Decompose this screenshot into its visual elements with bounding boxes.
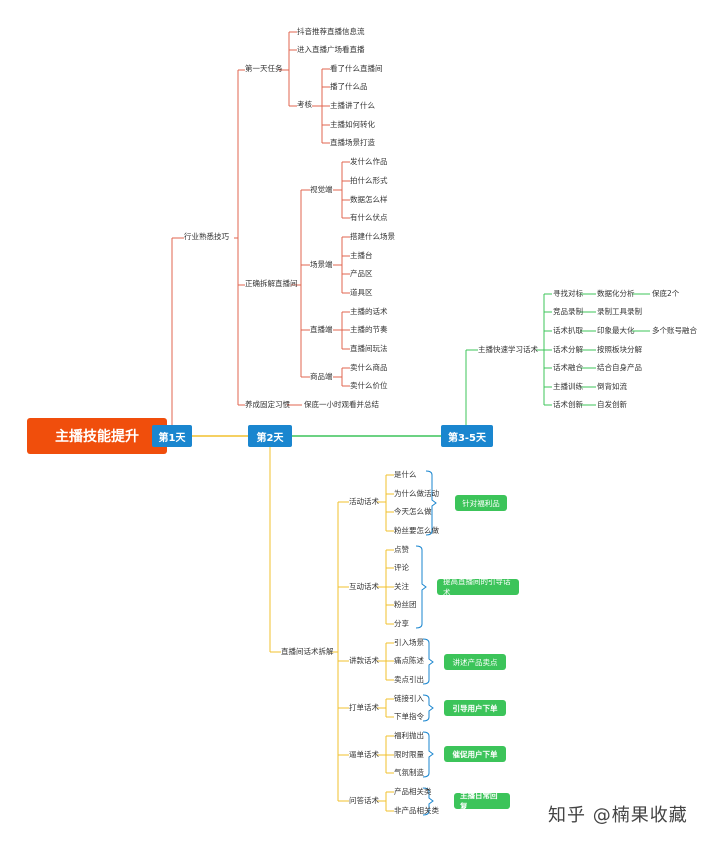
shijue-item[interactable]: 有什么伏点	[350, 213, 388, 222]
group-bracket	[422, 731, 434, 778]
shangpin-node[interactable]: 商品端	[310, 372, 333, 381]
day35-item[interactable]: 多个账号融合	[652, 326, 697, 335]
day1-node[interactable]: 第1天	[152, 425, 192, 447]
zhibo-node[interactable]: 直播端	[310, 325, 333, 334]
day35-item[interactable]: 结合自身产品	[597, 363, 642, 372]
group-item[interactable]: 粉丝团	[394, 600, 417, 609]
group-bracket	[422, 787, 434, 816]
group-bracket	[422, 694, 434, 722]
group-badge[interactable]: 引导用户下单	[444, 700, 506, 716]
yangcheng-item[interactable]: 保底一小时观看并总结	[304, 400, 379, 409]
day35-node[interactable]: 第3-5天	[441, 425, 493, 447]
group-item[interactable]: 今天怎么做	[394, 507, 432, 516]
group-bracket	[422, 638, 434, 685]
task-item[interactable]: 抖音推荐直播信息流	[297, 27, 365, 36]
day2-branch[interactable]: 直播间话术拆解	[281, 647, 334, 656]
group-item[interactable]: 为什么做活动	[394, 489, 439, 498]
group-bracket	[425, 470, 437, 536]
kaocha-node[interactable]: 考核	[297, 100, 312, 109]
group-name[interactable]: 打单话术	[349, 703, 379, 712]
zhibo-item[interactable]: 主播的话术	[350, 307, 388, 316]
shijue-node[interactable]: 视觉端	[310, 185, 333, 194]
changjing-item[interactable]: 搭建什么场景	[350, 232, 395, 241]
day35-item[interactable]: 话术扒取	[553, 326, 583, 335]
group-item[interactable]: 分享	[394, 619, 409, 628]
shangpin-item[interactable]: 卖什么商品	[350, 363, 388, 372]
group-item[interactable]: 非产品相关类	[394, 806, 439, 815]
shijue-item[interactable]: 发什么作品	[350, 157, 388, 166]
group-item[interactable]: 产品相关类	[394, 787, 432, 796]
group-name[interactable]: 互动话术	[349, 582, 379, 591]
changjing-item[interactable]: 主播台	[350, 251, 373, 260]
group-name[interactable]: 讲款话术	[349, 656, 379, 665]
group-item[interactable]: 福利抛出	[394, 731, 424, 740]
day35-item[interactable]: 印象最大化	[597, 326, 635, 335]
group-badge[interactable]: 催促用户下单	[444, 746, 506, 762]
zhibo-item[interactable]: 主播的节奏	[350, 325, 388, 334]
group-item[interactable]: 卖点引出	[394, 675, 424, 684]
day35-item[interactable]: 按照板块分解	[597, 345, 642, 354]
kaocha-item[interactable]: 看了什么直播间	[330, 64, 383, 73]
first-day-task[interactable]: 第一天任务	[245, 64, 283, 73]
day2-node[interactable]: 第2天	[248, 425, 292, 447]
group-badge[interactable]: 针对福利品	[455, 495, 507, 511]
day35-item[interactable]: 主播训练	[553, 382, 583, 391]
kaocha-item[interactable]: 主播如何转化	[330, 120, 375, 129]
kaocha-item[interactable]: 主播讲了什么	[330, 101, 375, 110]
day35-item[interactable]: 竞品录制	[553, 307, 583, 316]
day35-item[interactable]: 话术创新	[553, 400, 583, 409]
group-item[interactable]: 评论	[394, 563, 409, 572]
group-name[interactable]: 活动话术	[349, 497, 379, 506]
day35-item[interactable]: 话术分解	[553, 345, 583, 354]
root-node[interactable]: 主播技能提升	[27, 418, 167, 454]
kaocha-item[interactable]: 直播场景打造	[330, 138, 375, 147]
group-item[interactable]: 气氛制造	[394, 768, 424, 777]
changjing-node[interactable]: 场景端	[310, 260, 333, 269]
group-item[interactable]: 引入场景	[394, 638, 424, 647]
day35-item[interactable]: 倒背如流	[597, 382, 627, 391]
group-badge[interactable]: 讲述产品卖点	[444, 654, 506, 670]
watermark: 知乎 @楠果收藏	[548, 805, 688, 826]
group-bracket	[415, 545, 427, 629]
group-name[interactable]: 逼单话术	[349, 750, 379, 759]
group-item[interactable]: 限时限量	[394, 750, 424, 759]
group-badge[interactable]: 提高直播间的引导话术	[437, 577, 519, 597]
group-item[interactable]: 粉丝要怎么做	[394, 526, 439, 535]
shijue-item[interactable]: 拍什么形式	[350, 176, 388, 185]
task-item[interactable]: 进入直播广场看直播	[297, 45, 365, 54]
day35-item[interactable]: 话术融合	[553, 363, 583, 372]
shijue-item[interactable]: 数据怎么样	[350, 195, 388, 204]
zhengque-node[interactable]: 正确拆解直播间	[245, 279, 298, 288]
changjing-item[interactable]: 道具区	[350, 288, 373, 297]
day1-branch[interactable]: 行业熟悉技巧	[184, 232, 229, 241]
changjing-item[interactable]: 产品区	[350, 269, 373, 278]
kaocha-item[interactable]: 播了什么品	[330, 82, 368, 91]
group-name[interactable]: 问答话术	[349, 796, 379, 805]
group-badge[interactable]: 主播日常回复	[454, 791, 510, 811]
day35-item[interactable]: 数据化分析	[597, 289, 635, 298]
group-item[interactable]: 下单指令	[394, 712, 424, 721]
yangcheng-node[interactable]: 养成固定习惯	[245, 400, 290, 409]
group-item[interactable]: 点赞	[394, 545, 409, 554]
group-item[interactable]: 是什么	[394, 470, 417, 479]
day35-item[interactable]: 保底2个	[652, 289, 680, 298]
day35-item[interactable]: 寻找对标	[553, 289, 583, 298]
shangpin-item[interactable]: 卖什么价位	[350, 381, 388, 390]
zhibo-item[interactable]: 直播间玩法	[350, 344, 388, 353]
group-item[interactable]: 关注	[394, 582, 409, 591]
day35-branch[interactable]: 主播快速学习话术	[478, 345, 538, 354]
group-item[interactable]: 痛点陈述	[394, 656, 424, 665]
group-item[interactable]: 链接引入	[394, 694, 424, 703]
day35-item[interactable]: 录制工具录制	[597, 307, 642, 316]
day35-item[interactable]: 自发创新	[597, 400, 627, 409]
